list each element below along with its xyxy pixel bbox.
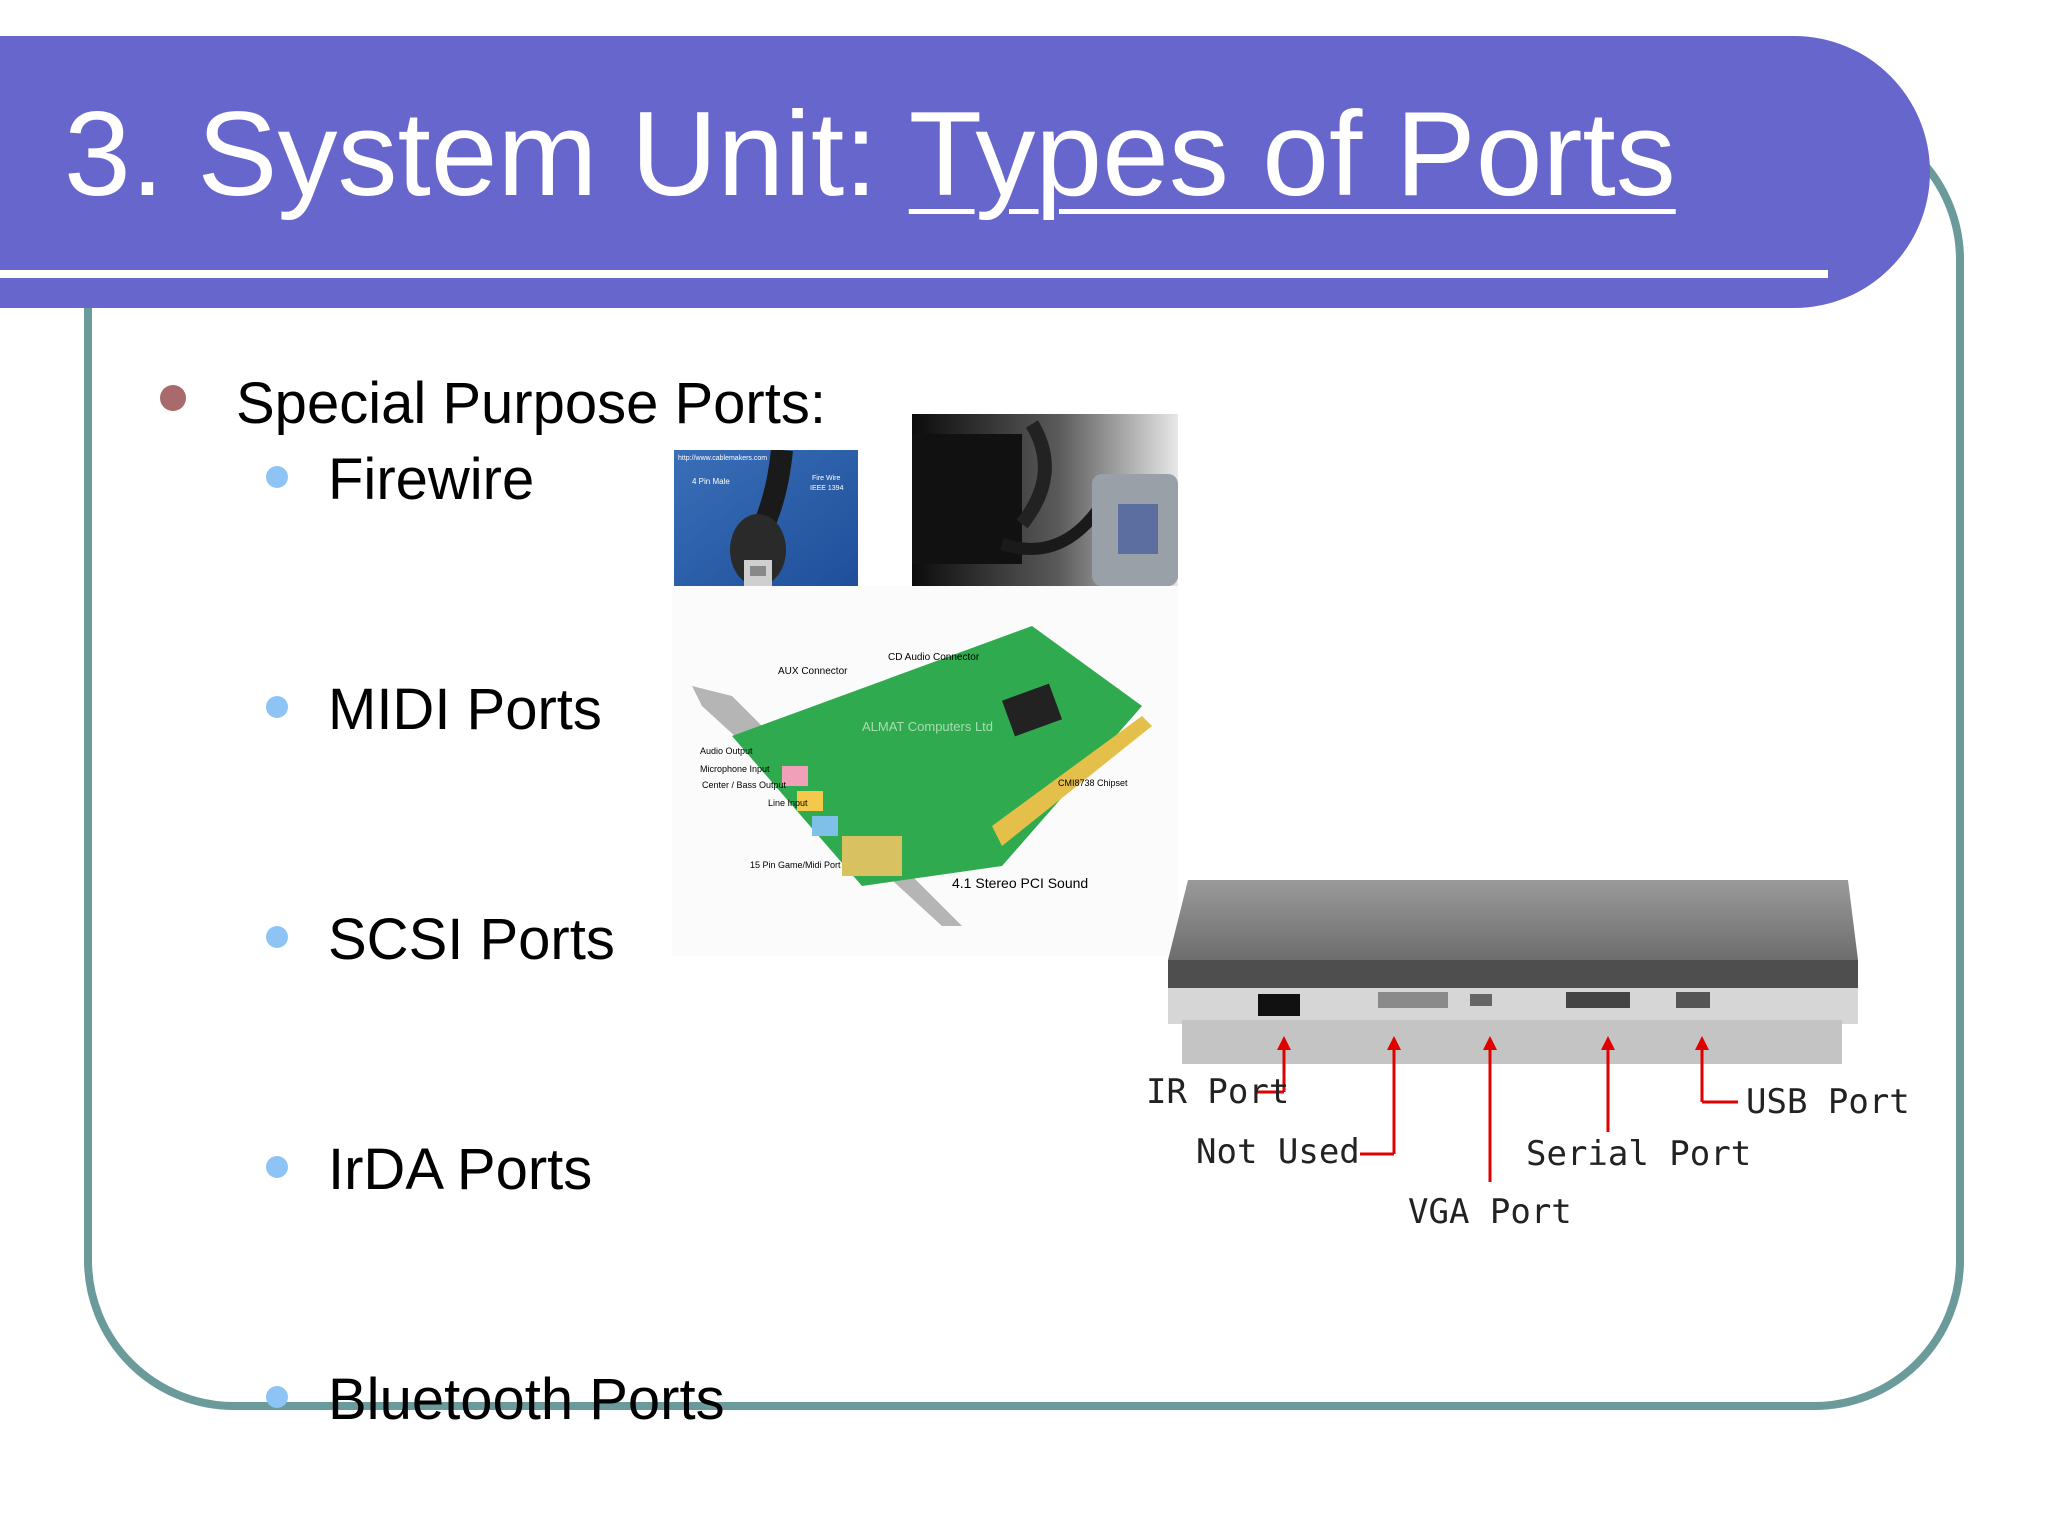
- game-port-label: 15 Pin Game/Midi Port: [750, 860, 841, 870]
- vga-port-label: VGA Port: [1408, 1192, 1572, 1232]
- sound-card-illustration: AUX Connector CD Audio Connector Audio O…: [672, 586, 1178, 956]
- slide-title: 3. System Unit: Types of Ports: [64, 82, 1676, 226]
- mic-input-label: Microphone Input: [700, 764, 770, 774]
- laptop-ports-image: [1168, 870, 1868, 1240]
- firewire-left-caption: 4 Pin Male: [692, 477, 730, 486]
- line-input-label: Line Input: [768, 798, 808, 808]
- camcorder-illustration: [912, 414, 1178, 586]
- serial-port-label: Serial Port: [1526, 1134, 1752, 1174]
- firewire-url: http://www.cablemakers.com: [678, 455, 767, 462]
- bullet-icon: [266, 466, 288, 488]
- center-bass-label: Center / Bass Output: [702, 780, 787, 790]
- port-item-firewire: Firewire: [328, 447, 535, 512]
- aux-connector-label: AUX Connector: [778, 666, 848, 677]
- bullet-icon: [266, 1156, 288, 1178]
- port-item-scsi: SCSI Ports: [328, 907, 615, 972]
- cd-audio-label: CD Audio Connector: [888, 652, 980, 663]
- sound-card-caption: 4.1 Stereo PCI Sound: [952, 875, 1088, 891]
- port-item-irda: IrDA Ports: [328, 1137, 593, 1202]
- section-heading: Special Purpose Ports:: [236, 371, 826, 436]
- title-bar: [0, 36, 1930, 308]
- title-prefix: 3. System Unit:: [64, 87, 909, 221]
- arrow-ir: [1277, 1036, 1291, 1050]
- title-underlined: Types of Ports: [908, 87, 1676, 221]
- firewire-cable-illustration: http://www.cablemakers.com 4 Pin Male Fi…: [674, 450, 858, 586]
- usb-port-label: USB Port: [1746, 1082, 1910, 1122]
- bullet-icon: [266, 926, 288, 948]
- sound-card-watermark: ALMAT Computers Ltd: [862, 719, 993, 734]
- audio-output-label: Audio Output: [700, 746, 753, 756]
- port-item-bluetooth: Bluetooth Ports: [328, 1367, 725, 1432]
- laptop-rear-illustration: [1168, 880, 1858, 1064]
- firewire-cable-image: http://www.cablemakers.com 4 Pin Male Fi…: [674, 450, 858, 586]
- title-underline-rule: [0, 270, 1828, 278]
- arrow-not-used: [1387, 1036, 1401, 1050]
- port-arrows-overlay: [1256, 1036, 1738, 1182]
- main-bullet-icon: [160, 385, 186, 411]
- not-used-label: Not Used: [1196, 1132, 1360, 1172]
- arrow-usb: [1695, 1036, 1709, 1050]
- ir-port-label: IR Port: [1146, 1072, 1290, 1112]
- camcorder-firewire-image: [912, 414, 1178, 586]
- chipset-label: CMI8738 Chipset: [1058, 778, 1128, 788]
- sound-card-image: AUX Connector CD Audio Connector Audio O…: [672, 586, 1178, 956]
- port-item-midi: MIDI Ports: [328, 677, 602, 742]
- bullet-icon: [266, 1386, 288, 1408]
- firewire-right-caption-2: IEEE 1394: [810, 485, 844, 492]
- arrow-serial: [1601, 1036, 1615, 1050]
- bullet-icon: [266, 696, 288, 718]
- firewire-right-caption-1: Fire Wire: [812, 475, 840, 482]
- arrow-vga: [1483, 1036, 1497, 1050]
